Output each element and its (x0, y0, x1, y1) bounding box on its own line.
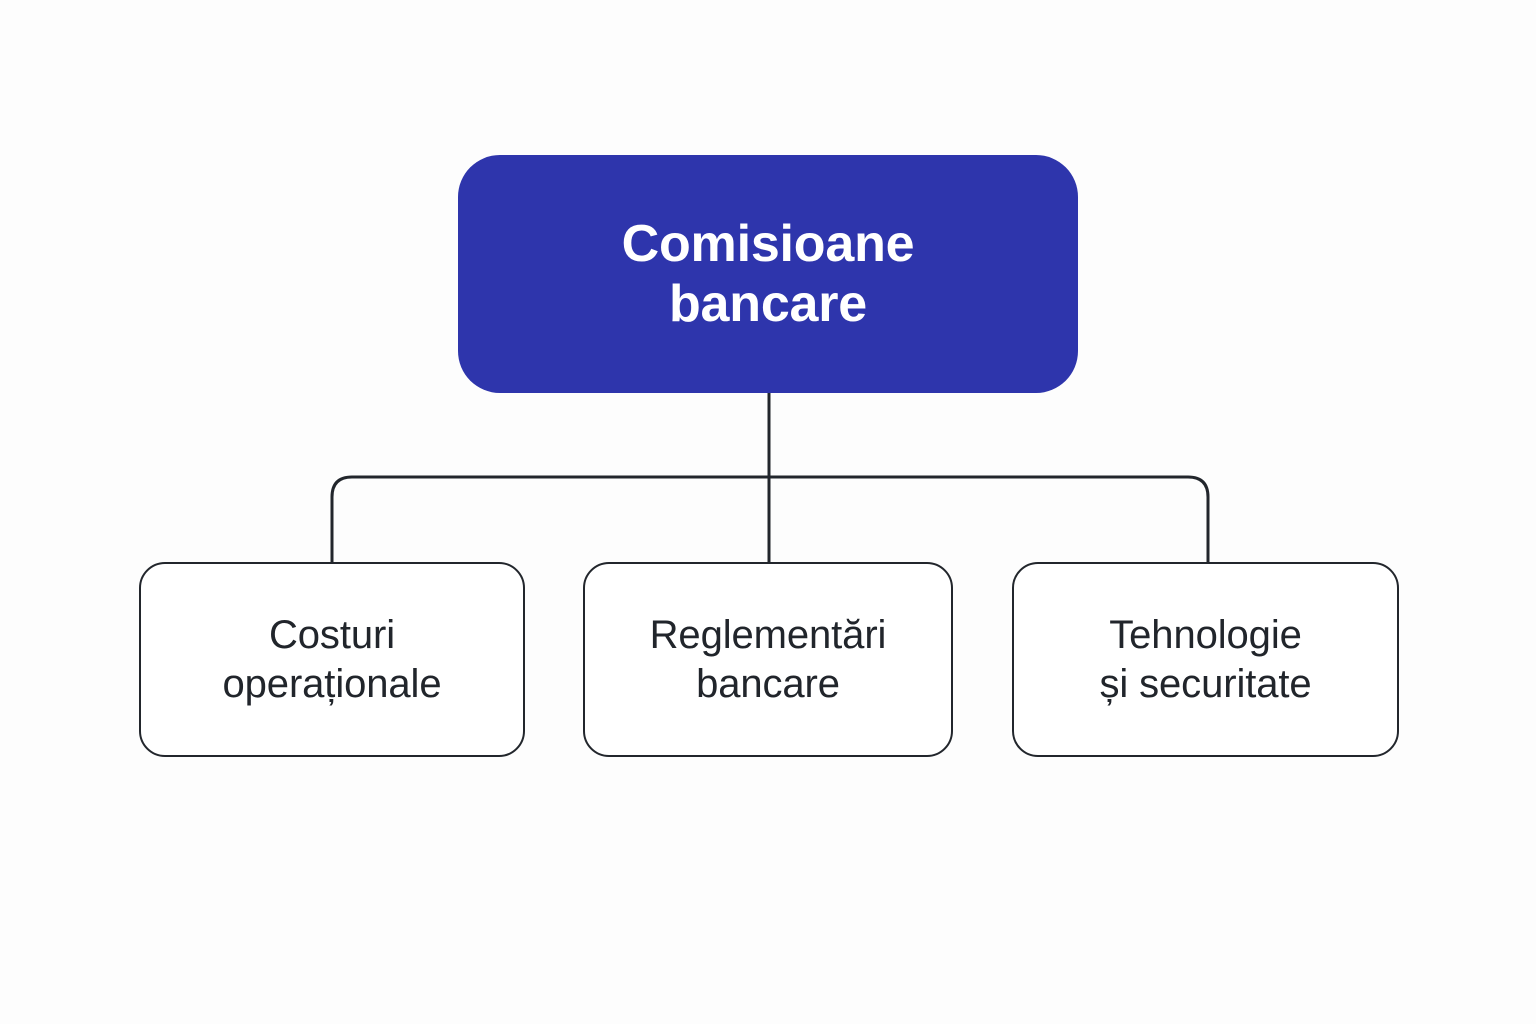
node-child-1-label-line-1: Costuri (268, 612, 395, 657)
node-root-label-line-1: Comisioane (621, 214, 915, 273)
node-child-3-label-line-2: și securitate (1099, 661, 1312, 706)
node-root-label-line-2: bancare (668, 275, 868, 333)
node-child-2-label-line-2: bancare (696, 661, 840, 706)
connector-bus-left (330, 475, 769, 562)
node-child-2-label-line-1: Reglementări (649, 612, 887, 657)
connector-bus-right (769, 475, 1210, 562)
node-child-3-label-line-1: Tehnologie (1109, 612, 1302, 657)
node-child-1-label-line-2: operaționale (222, 661, 442, 706)
